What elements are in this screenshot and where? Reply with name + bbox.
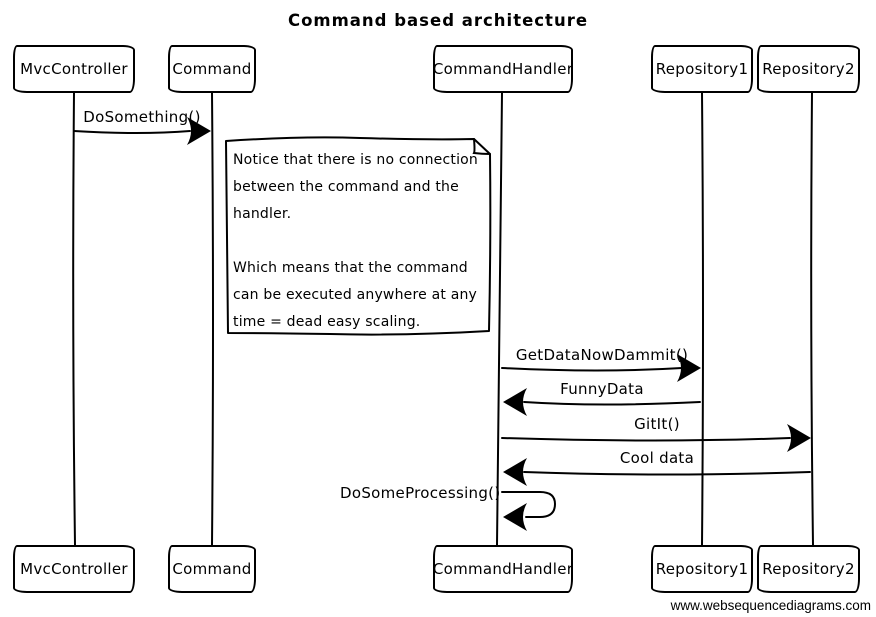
note-line — [233, 228, 483, 255]
message-label-getdatanowdammit: GetDataNowDammit() — [515, 346, 689, 364]
lifeline-command — [211, 92, 214, 546]
message-label-dosomeprocessing: DoSomeProcessing() — [340, 484, 501, 502]
actor-label: CommandHandler — [432, 560, 574, 578]
actor-top-commandhandler: CommandHandler — [433, 45, 573, 93]
lifeline-repository1 — [701, 92, 704, 546]
actor-label: CommandHandler — [432, 60, 574, 78]
arrow-line-funnydata — [523, 401, 701, 406]
note-fold — [472, 138, 491, 155]
actor-label: Command — [172, 560, 252, 578]
lifeline-repository2 — [810, 92, 814, 546]
message-label-cooldata: Cool data — [619, 449, 695, 467]
note-line: can be executed anywhere at any — [233, 287, 478, 303]
actor-bottom-commandhandler: CommandHandler — [433, 545, 573, 593]
note-line: Which means that the command — [233, 260, 468, 276]
arrow-line-cooldata — [523, 471, 811, 476]
message-label-dosomething: DoSomething() — [83, 108, 201, 126]
actor-top-repository1: Repository1 — [651, 45, 753, 93]
message-label-gitit: GitIt() — [634, 415, 680, 433]
lifeline-commandhandler — [496, 92, 503, 546]
arrowhead-getdatanowdammit — [677, 354, 701, 382]
actor-bottom-repository1: Repository1 — [651, 545, 753, 593]
actor-label: MvcController — [20, 560, 128, 578]
note: Notice that there is no connection betwe… — [233, 147, 483, 336]
actor-label: Command — [172, 60, 252, 78]
arrowhead-dosomething — [187, 117, 211, 145]
arrowhead-gitit — [787, 424, 811, 452]
actor-label: Repository1 — [655, 60, 749, 78]
actor-label: MvcController — [20, 60, 128, 78]
note-line: time = dead easy scaling. — [233, 314, 421, 330]
note-shape — [225, 136, 492, 336]
watermark-url: www.websequencediagrams.com — [670, 598, 871, 613]
arrowhead-dosomeprocessing — [503, 503, 527, 531]
note-line: between the command and the — [233, 179, 459, 195]
actor-bottom-mvccontroller: MvcController — [13, 545, 135, 593]
arrow-line-gitit — [501, 437, 791, 442]
actor-label: Repository2 — [762, 560, 855, 578]
note-line: handler. — [233, 206, 292, 222]
arrow-line-dosomething — [73, 130, 191, 134]
actor-top-command: Command — [168, 45, 256, 93]
note-line: Notice that there is no connection — [233, 152, 479, 168]
actor-label: Repository2 — [762, 60, 855, 78]
actor-bottom-repository2: Repository2 — [757, 545, 860, 593]
arrow-line-getdatanowdammit — [501, 367, 683, 372]
arrow-line-dosomeprocessing — [501, 491, 557, 518]
actor-bottom-command: Command — [168, 545, 256, 593]
lifeline-mvccontroller — [72, 92, 76, 546]
message-label-funnydata: FunnyData — [560, 380, 644, 398]
actor-top-repository2: Repository2 — [757, 45, 860, 93]
diagram-title: Command based architecture — [287, 11, 589, 30]
arrowhead-funnydata — [503, 388, 527, 416]
actor-label: Repository1 — [655, 560, 749, 578]
actor-top-mvccontroller: MvcController — [13, 45, 135, 93]
arrowhead-cooldata — [503, 458, 527, 486]
